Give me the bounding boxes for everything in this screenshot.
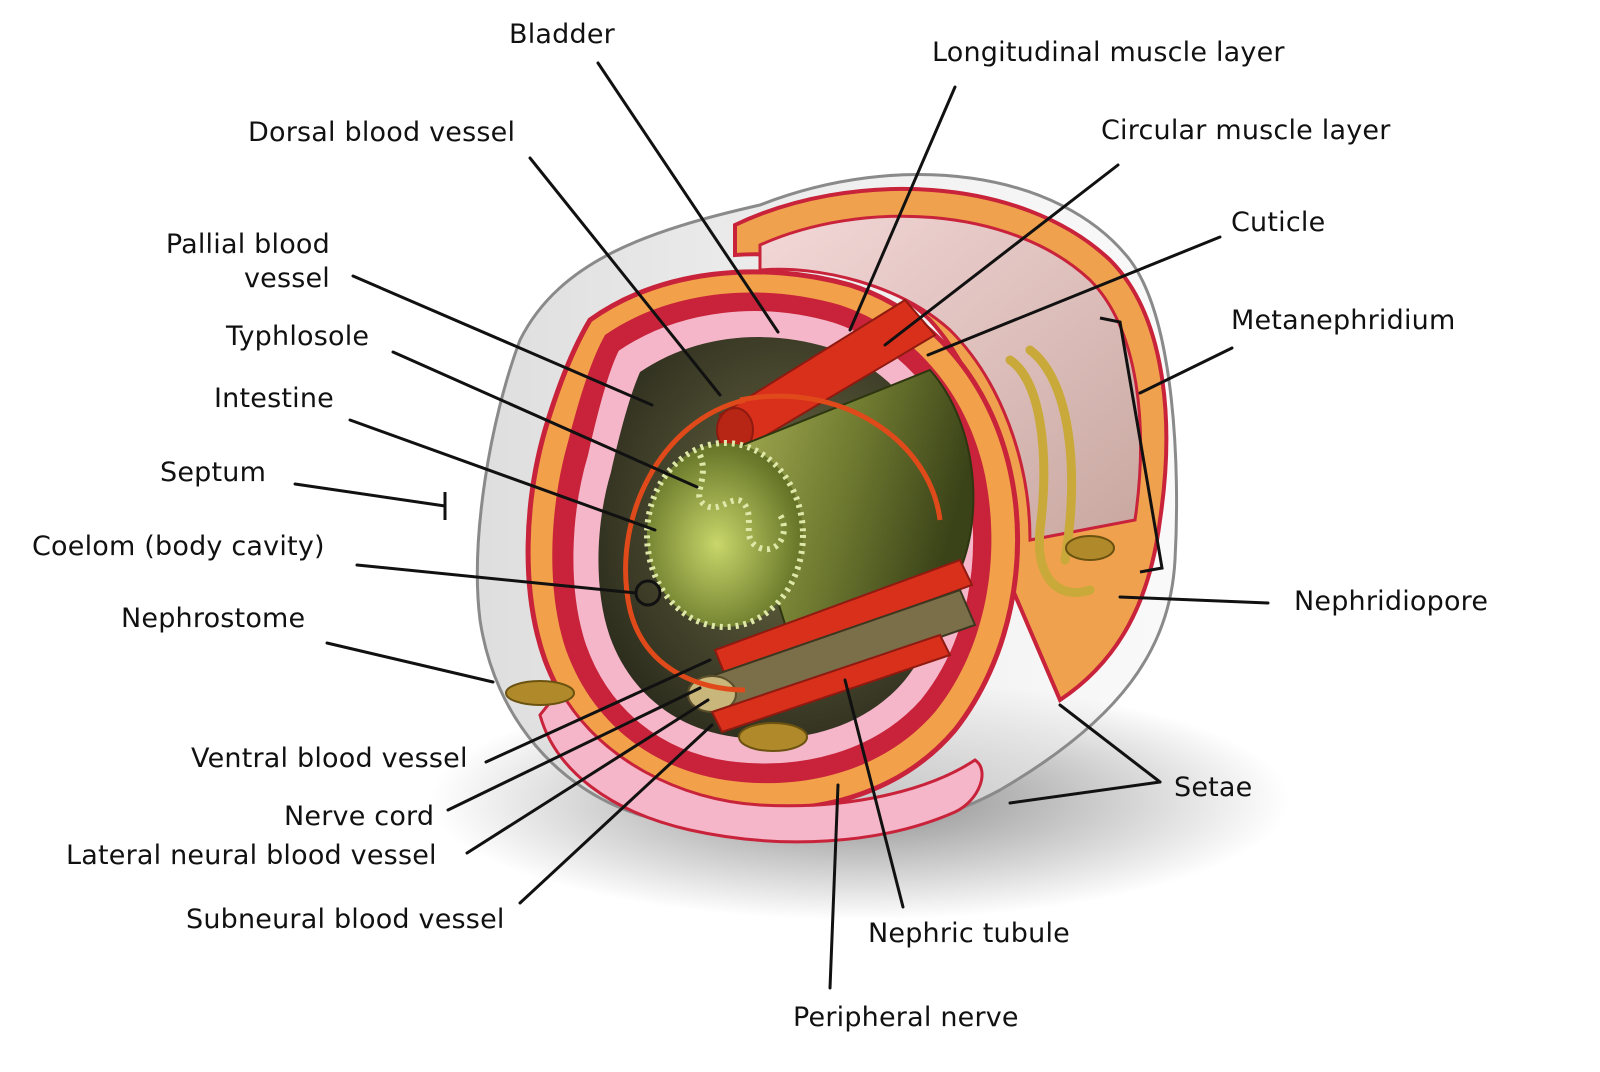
label-metanephridium: Metanephridium [1231, 305, 1456, 336]
leader-circular-muscle [883, 163, 1120, 347]
leader-setae-2 [1008, 780, 1162, 805]
leader-setae-1 [1058, 703, 1162, 784]
leader-nephridiopore [1118, 595, 1270, 605]
leader-septum [293, 482, 447, 508]
circulatory-loop [623, 393, 943, 693]
metanephridium-bracket [1099, 316, 1164, 574]
label-typhlosole: Typhlosole [226, 321, 370, 352]
label-ventral-vessel: Ventral blood vessel [191, 743, 468, 774]
leader-cuticle [926, 235, 1222, 357]
label-pallial-vessel-line2: vessel [243, 263, 330, 294]
label-nephric-tubule: Nephric tubule [868, 918, 1070, 949]
typhlosole-fold [696, 453, 787, 553]
leader-typhlosole [391, 350, 699, 489]
leader-metanephridium [1138, 346, 1234, 395]
leader-lateral-neural [465, 698, 710, 855]
leader-nephric-tubule [843, 678, 905, 909]
nephrostome-funnel [505, 680, 575, 706]
leader-bladder [596, 61, 780, 334]
label-setae: Setae [1174, 772, 1253, 803]
label-nephrostome: Nephrostome [121, 603, 306, 634]
label-peripheral-nerve: Peripheral nerve [793, 1002, 1019, 1033]
label-nephridiopore: Nephridiopore [1294, 586, 1489, 617]
leader-subneural [518, 723, 714, 905]
label-intestine: Intestine [214, 383, 334, 414]
leader-lines [293, 61, 1270, 990]
leader-peripheral-nerve [828, 783, 840, 990]
leader-nephrostome [325, 641, 495, 684]
label-pallial-vessel-line1: Pallial blood [165, 229, 330, 260]
leader-nerve-cord [446, 686, 702, 812]
label-bladder: Bladder [509, 19, 615, 50]
leader-longitudinal-muscle [848, 85, 957, 332]
label-coelom: Coelom (body cavity) [32, 531, 325, 562]
leader-intestine [348, 418, 657, 532]
label-lateral-neural-vessel: Lateral neural blood vessel [66, 840, 437, 871]
label-longitudinal-muscle: Longitudinal muscle layer [932, 37, 1285, 68]
label-subneural-vessel: Subneural blood vessel [186, 904, 505, 935]
ventral-vessel-shape [713, 558, 974, 677]
label-nerve-cord: Nerve cord [284, 801, 435, 832]
metanephridium-loops [1005, 345, 1095, 597]
intestine-opening [644, 440, 806, 630]
nephrostome-funnel-3 [1065, 535, 1115, 561]
label-dorsal-vessel: Dorsal blood vessel [248, 117, 516, 148]
leader-pallial-vessel [351, 274, 654, 407]
leader-dorsal-vessel [528, 156, 722, 397]
leader-coelom [355, 563, 638, 595]
leader-ventral-vessel [484, 658, 712, 764]
subneural-vessel-shape [710, 633, 952, 734]
ventral-body-wall [538, 687, 984, 844]
nephrostome-funnel-2 [738, 722, 808, 752]
label-cuticle: Cuticle [1231, 207, 1326, 238]
label-circular-muscle: Circular muscle layer [1101, 115, 1391, 146]
label-septum: Septum [160, 457, 267, 488]
